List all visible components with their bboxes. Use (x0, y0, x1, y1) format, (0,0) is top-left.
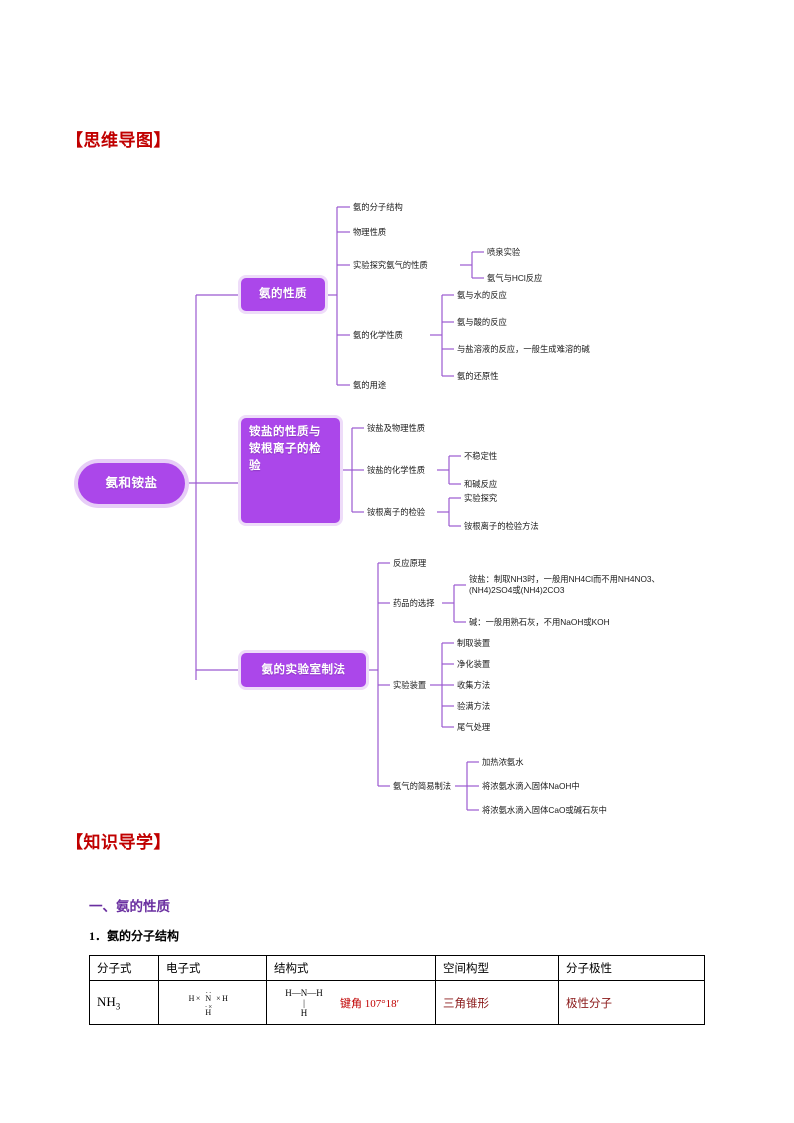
mindmap-leaf[interactable]: 净化装置 (457, 659, 491, 669)
formula-subscript: 3 (115, 1001, 121, 1012)
knowledge-section-heading: 【知识导学】 (66, 833, 171, 852)
mindmap-leaf[interactable]: 氨的化学性质 (353, 330, 403, 340)
mindmap-leaf[interactable]: 氨气的简易制法 (393, 781, 452, 791)
structural-bottom-atom: H (300, 1007, 308, 1018)
cell-polarity: 极性分子 (558, 980, 705, 1025)
mindmap-leaf[interactable]: 实验装置 (393, 680, 427, 690)
column-header-molecular-formula: 分子式 (89, 955, 159, 981)
mindmap-leaf[interactable]: 尾气处理 (457, 722, 491, 732)
lewis-structure-diagram: ·· H× N ×H ·× H (166, 989, 252, 1017)
mindmap-branch-node-2[interactable]: 铵盐的性质与铵根离子的检验 (241, 418, 340, 523)
mindmap-leaf[interactable]: 加热浓氨水 (482, 757, 524, 767)
nh3-structure-table: 分子式 电子式 结构式 空间构型 分子极性 NH3 ·· H× N ×H ·× … (89, 955, 705, 1025)
lewis-middle-row: H× N ×H (188, 993, 230, 1003)
mindmap-leaf[interactable]: 碱：一般用熟石灰，不用NaOH或KOH (469, 617, 610, 627)
cell-structural-formula: H—N—H | H 键角 107°18′ (266, 980, 436, 1025)
mindmap-leaf[interactable]: 铵根离子的检验 (367, 507, 426, 517)
column-header-electron-formula: 电子式 (158, 955, 267, 981)
mindmap-leaf[interactable]: 实验探究 (464, 493, 498, 503)
mindmap-leaf[interactable]: 制取装置 (457, 638, 491, 648)
mindmap-leaf[interactable]: 氨气与HCl反应 (487, 273, 543, 283)
mindmap-leaf[interactable]: 氨的用途 (353, 380, 387, 390)
mindmap-diagram: 氨和铵盐 氨的性质 铵盐的性质与铵根离子的检验 氨的实验室制法 氨的分子结构 物… (0, 160, 794, 820)
lewis-bottom-dots: ·× (204, 1002, 214, 1011)
column-header-polarity: 分子极性 (558, 955, 705, 981)
mindmap-leaf[interactable]: 和碱反应 (464, 479, 498, 489)
mindmap-leaf[interactable]: 收集方法 (457, 680, 491, 690)
subheading-ammonia-properties: 一、氨的性质 (89, 899, 170, 914)
mindmap-branch-node-3[interactable]: 氨的实验室制法 (241, 653, 366, 687)
mindmap-leaf[interactable]: 物理性质 (353, 227, 387, 237)
mindmap-leaf[interactable]: 氨与水的反应 (457, 290, 507, 300)
structural-bond: | (303, 997, 305, 1008)
table-header-row: 分子式 电子式 结构式 空间构型 分子极性 (89, 955, 705, 981)
mindmap-leaf[interactable]: 将浓氨水滴入固体CaO或碱石灰中 (482, 805, 607, 815)
mindmap-leaf[interactable]: 实验探究氨气的性质 (353, 260, 428, 270)
mindmap-leaf[interactable]: 铵盐：制取NH3时，一般用NH4Cl而不用NH4NO3、(NH4)2SO4或(N… (469, 574, 660, 595)
mindmap-leaf[interactable]: 铵盐及物理性质 (367, 423, 426, 433)
mindmap-branch-node-1[interactable]: 氨的性质 (241, 278, 325, 311)
mindmap-leaf[interactable]: 不稳定性 (464, 451, 498, 461)
mindmap-leaf[interactable]: 喷泉实验 (487, 247, 521, 257)
column-header-geometry: 空间构型 (435, 955, 559, 981)
mindmap-connectors (185, 206, 484, 811)
mindmap-leaf[interactable]: 铵根离子的检验方法 (464, 521, 539, 531)
mindmap-leaf[interactable]: 氨的还原性 (457, 371, 499, 381)
mindmap-leaf[interactable]: 将浓氨水滴入固体NaOH中 (482, 781, 580, 791)
structural-top-row: H—N—H (285, 987, 323, 998)
mindmap-root-node[interactable]: 氨和铵盐 (78, 463, 185, 504)
cell-geometry: 三角锥形 (435, 980, 559, 1025)
mindmap-leaf[interactable]: 与盐溶液的反应，一般生成难溶的碱 (457, 344, 590, 354)
mindmap-leaf[interactable]: 验满方法 (457, 701, 491, 711)
structural-formula-diagram: H—N—H | H (274, 988, 334, 1018)
cell-electron-formula: ·· H× N ×H ·× H (158, 980, 267, 1025)
mindmap-section-heading: 【思维导图】 (66, 131, 171, 150)
column-header-structural-formula: 结构式 (266, 955, 436, 981)
lewis-top-dots: ·· (205, 988, 213, 997)
mindmap-leaf[interactable]: 药品的选择 (393, 598, 435, 608)
cell-molecular-formula: NH3 (89, 980, 159, 1025)
mindmap-leaf[interactable]: 反应原理 (393, 558, 427, 568)
lewis-bottom-atom: H (205, 1007, 213, 1017)
bond-angle-label: 键角 107°18′ (340, 997, 400, 1010)
mindmap-leaf[interactable]: 氨的分子结构 (353, 202, 403, 212)
mindmap-leaf[interactable]: 氨与酸的反应 (457, 317, 507, 327)
subheading-molecular-structure: 1．氨的分子结构 (89, 929, 180, 943)
table-row: NH3 ·· H× N ×H ·× H H—N—H | H 键角 107° (89, 980, 705, 1025)
mindmap-leaf[interactable]: 铵盐的化学性质 (367, 465, 426, 475)
